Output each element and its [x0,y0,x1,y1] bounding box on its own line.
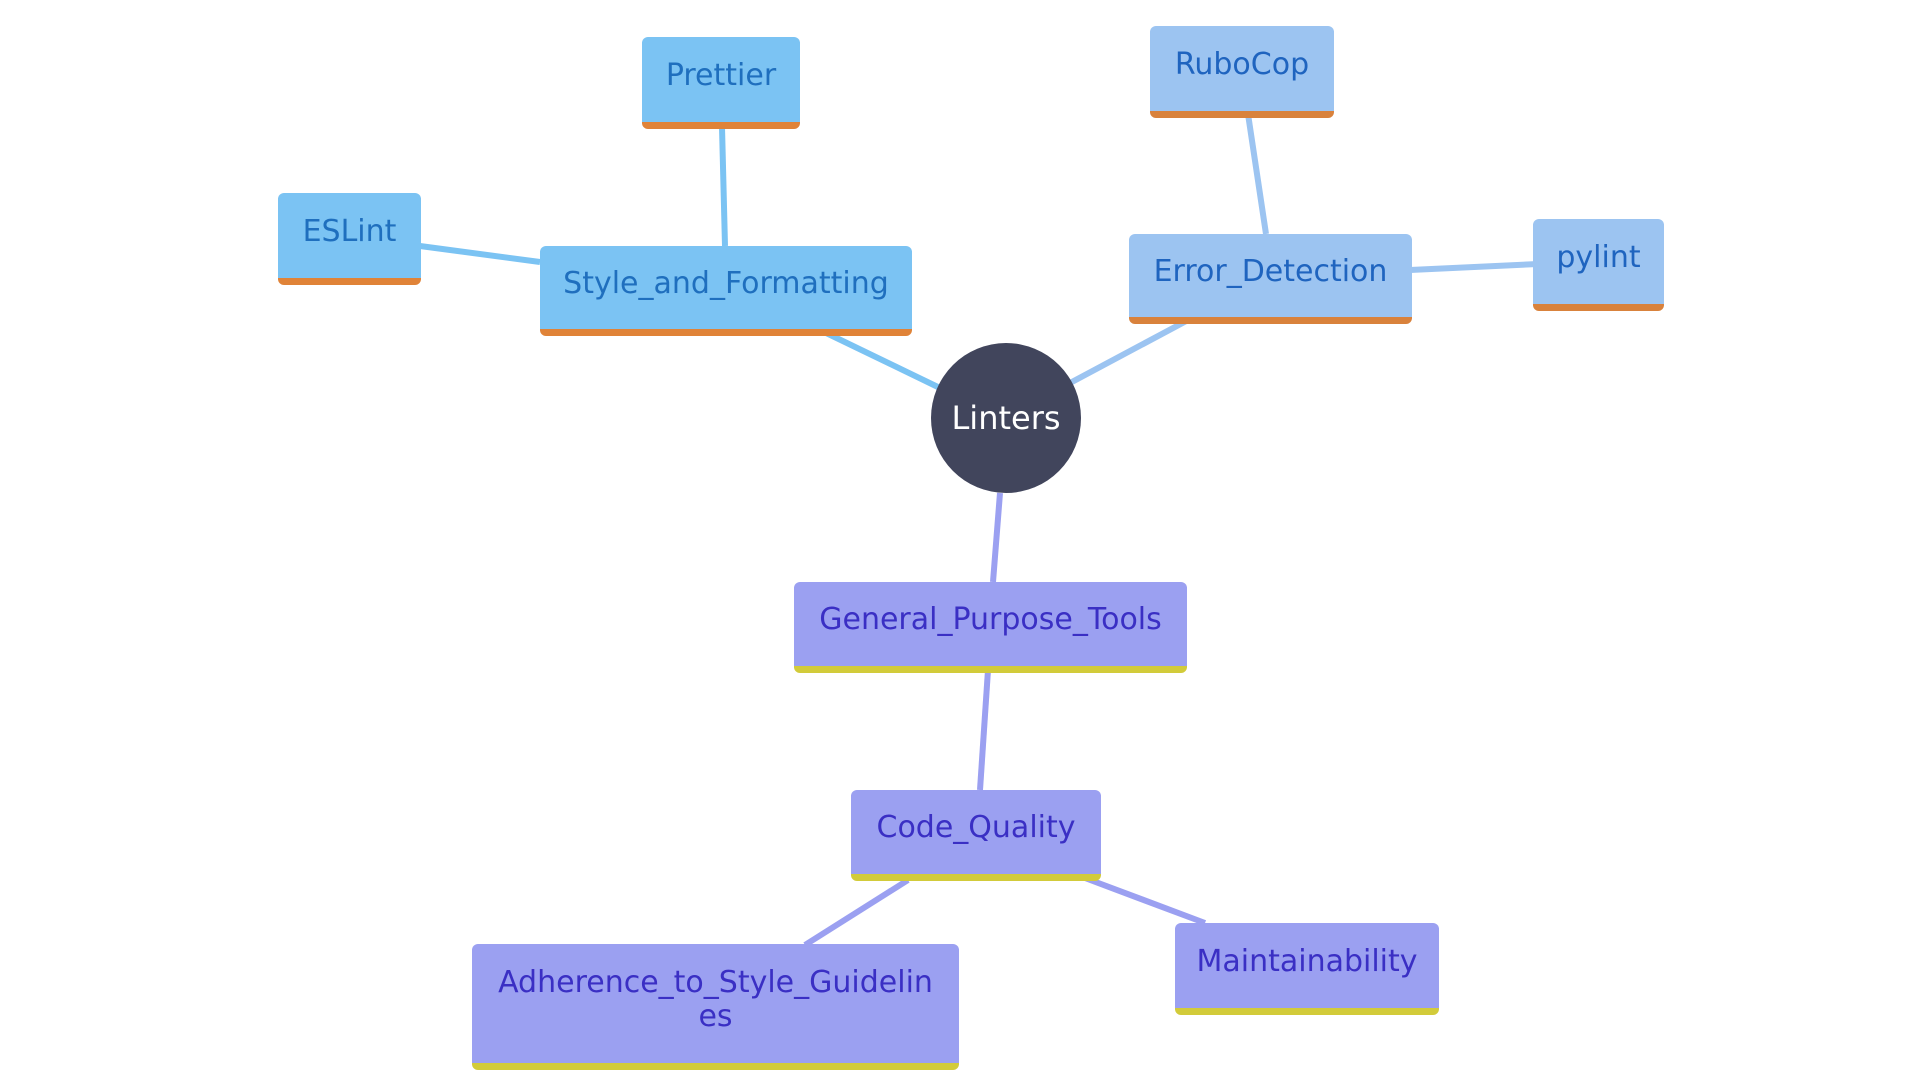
node-label: RuboCop [1174,46,1310,82]
node-label: Style_and_Formatting [563,265,889,301]
node-rubocop[interactable]: RuboCop [1150,26,1334,118]
edge-codequality-adherence [803,877,910,948]
root-node-linters[interactable]: Linters [931,343,1081,493]
edge-codequality-maintainability [1083,875,1207,926]
node-label: Maintainability [1196,943,1418,979]
node-maintainability[interactable]: Maintainability [1175,923,1439,1015]
node-error-detection[interactable]: Error_Detection [1129,234,1412,324]
node-pylint[interactable]: pylint [1533,219,1664,311]
edge-root-style [818,327,942,391]
root-label: Linters [951,399,1061,437]
node-label: Code_Quality [876,810,1076,845]
node-label: pylint [1556,239,1641,275]
node-general-purpose-tools[interactable]: General_Purpose_Tools [794,582,1187,673]
node-adherence-to-style-guidelines[interactable]: Adherence_to_Style_Guidelines [472,944,959,1070]
edge-error-pylint [1409,261,1539,273]
edge-root-error [1068,316,1192,386]
edge-root-general [990,492,1003,583]
edge-error-rubocop [1245,113,1269,235]
node-label: General_Purpose_Tools [819,602,1162,637]
node-code-quality[interactable]: Code_Quality [851,790,1101,881]
node-label: Error_Detection [1153,253,1388,289]
node-label: ESLint [302,213,397,249]
edge-style-prettier [719,126,728,247]
edge-general-codequality [977,669,991,791]
node-label: Prettier [665,57,777,93]
node-prettier[interactable]: Prettier [642,37,800,129]
node-label: Adherence_to_Style_Guidelines [498,964,933,1034]
edge-style-eslint [419,243,541,265]
node-eslint[interactable]: ESLint [278,193,421,285]
node-style-and-formatting[interactable]: Style_and_Formatting [540,246,912,336]
